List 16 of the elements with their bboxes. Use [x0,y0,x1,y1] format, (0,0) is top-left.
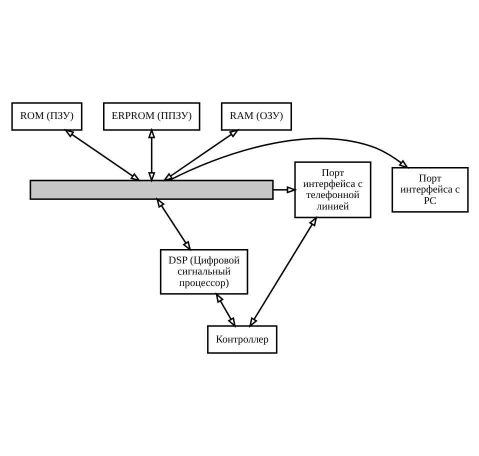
node-box: Порт интерфейса с телефонной линией [294,161,371,218]
node-box: Контроллер [206,325,277,354]
node-box: ROM (ПЗУ) [10,102,82,131]
arrow [248,216,317,328]
arrow [148,128,155,183]
node-bar [29,180,274,200]
node-box: Порт интерфейса с PC [391,167,468,213]
arrow [272,186,297,194]
node-box: ERPROM (ППЗУ) [102,102,200,131]
arrow [63,128,140,182]
arrow [162,128,240,182]
arrow [168,138,408,182]
arrow [156,197,191,252]
arrow [214,292,236,328]
node-box: DSP (Цифровой сигнальный процессор) [159,248,248,295]
node-box: RAM (ОЗУ) [220,102,292,131]
